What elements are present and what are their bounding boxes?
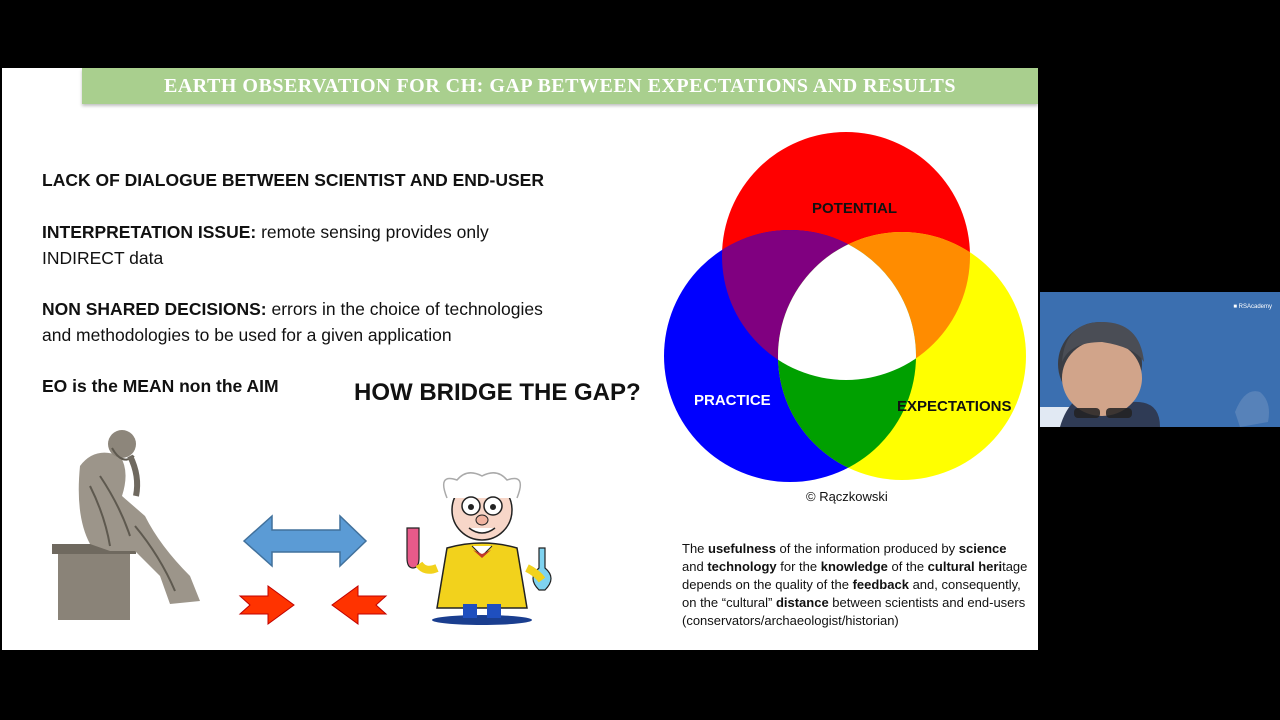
point-bold-label: INTERPRETATION ISSUE: [42,222,257,242]
image-credit: © Rączkowski [806,489,888,504]
venn-label-expectations: EXPECTATIONS [897,398,1011,415]
arrow-right-icon [238,585,295,625]
slide-title: EARTH OBSERVATION FOR CH: GAP BETWEEN EX… [82,68,1038,104]
double-arrow-icon [242,514,368,568]
caption-text: The usefulness of the information produc… [682,541,1028,628]
point-text: and methodologies to be used for a given… [42,325,452,345]
point-text: INDIRECT data [42,248,164,268]
thinker-statue-image [52,430,200,620]
webcam-logo: ■ RSAcademy [1233,304,1272,310]
point-interpretation-issue: INTERPRETATION ISSUE: remote sensing pro… [42,219,602,271]
webcam-video-tile: ■ RSAcademy [1040,292,1280,427]
presentation-slide: EARTH OBSERVATION FOR CH: GAP BETWEEN EX… [2,68,1038,650]
venn-center-white [778,232,916,380]
point-bold-label: NON SHARED DECISIONS: [42,299,267,319]
arrow-left-icon [331,585,388,625]
cartoon-scientist-image [406,472,552,625]
venn-label-practice: PRACTICE [694,392,771,409]
point-text: remote sensing provides only [256,222,489,242]
arrows-graphic [238,514,388,625]
gap-question: HOW BRIDGE THE GAP? [354,379,641,406]
presenter-video [1040,322,1269,427]
point-lack-of-dialogue: LACK OF DIALOGUE BETWEEN SCIENTIST AND E… [42,170,544,190]
venn-label-potential: POTENTIAL [812,200,897,217]
point-eo-mean: EO is the MEAN non the AIM [42,376,279,396]
point-text: errors in the choice of technologies [266,299,543,319]
point-non-shared-decisions: NON SHARED DECISIONS: errors in the choi… [42,296,622,348]
venn-diagram: POTENTIAL PRACTICE EXPECTATIONS [664,132,1026,482]
